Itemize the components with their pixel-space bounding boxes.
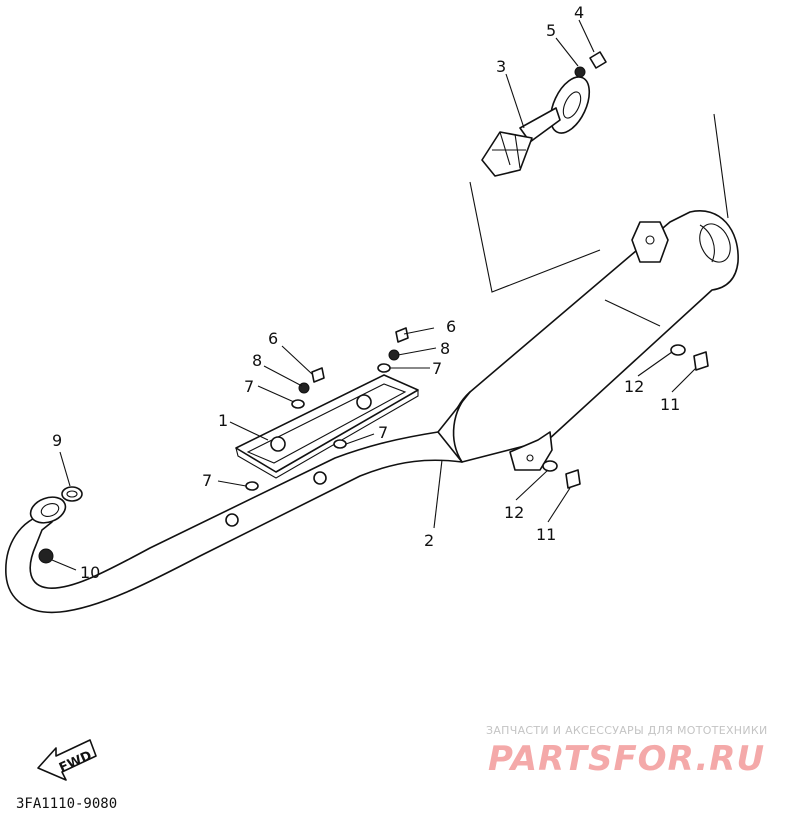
muffler-top-bracket: [631, 221, 669, 263]
exploded-guide-box: [469, 113, 729, 327]
callout-11-right: 11: [660, 395, 680, 414]
callout-6-left: 6: [268, 329, 278, 348]
callout-labels: 1 2 3 4 5 6 6 7 7 7 7 8 8 9 10 11 11 12 …: [52, 3, 680, 582]
callout-2: 2: [424, 531, 434, 550]
pipe-flange: [29, 496, 67, 524]
callout-12-lower: 12: [504, 503, 524, 522]
muffler-body: [450, 210, 739, 463]
callout-9: 9: [52, 431, 62, 450]
callout-5: 5: [546, 21, 556, 40]
leader-lines: [51, 19, 697, 571]
callout-3: 3: [496, 57, 506, 76]
spark-arrester: [481, 76, 591, 177]
heat-protector: [235, 374, 419, 479]
watermark-brand: PARTSFOR.RU: [488, 739, 765, 779]
callout-1: 1: [218, 411, 228, 430]
fwd-arrow: FWD: [37, 739, 97, 781]
fasteners: [38, 51, 709, 564]
part-code: 3FA1110-9080: [16, 796, 117, 812]
watermark-tagline: ЗАПЧАСТИ И АКСЕССУАРЫ ДЛЯ МОТОТЕХНИКИ: [486, 724, 768, 737]
exhaust-pipe: [5, 431, 463, 614]
callout-6-right: 6: [446, 317, 456, 336]
callout-8-right: 8: [440, 339, 450, 358]
callout-7-b: 7: [432, 359, 442, 378]
callout-7-d: 7: [202, 471, 212, 490]
callout-4: 4: [574, 3, 584, 22]
callout-7-c: 7: [378, 423, 388, 442]
watermark: ЗАПЧАСТИ И АКСЕССУАРЫ ДЛЯ МОТОТЕХНИКИ PA…: [486, 724, 768, 779]
callout-8-left: 8: [252, 351, 262, 370]
callout-12-right: 12: [624, 377, 644, 396]
muffler-lower-bracket: [509, 431, 553, 471]
callout-10: 10: [80, 563, 100, 582]
callout-7-a: 7: [244, 377, 254, 396]
callout-11-lower: 11: [536, 525, 556, 544]
